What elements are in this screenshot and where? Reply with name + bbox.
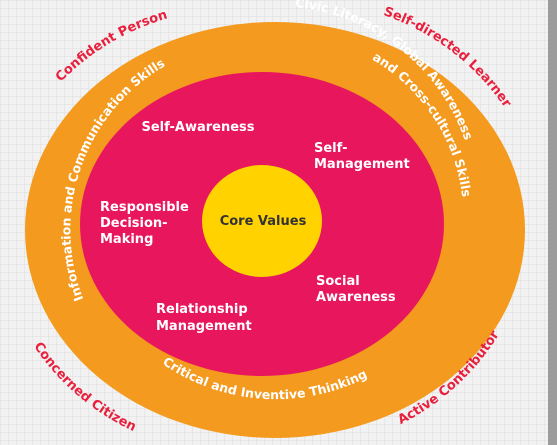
self-awareness-label: Self-Awareness bbox=[141, 120, 254, 135]
social-awareness-label: Social Awareness bbox=[316, 274, 396, 305]
right-edge-bar bbox=[548, 0, 557, 445]
relationship-management-label: Relationship Management bbox=[156, 302, 252, 334]
core-values-circle bbox=[202, 165, 322, 277]
self-management-label: Self- Management bbox=[314, 141, 410, 172]
core-values-label: Core Values bbox=[220, 214, 307, 229]
responsible-decision-making-label: Responsible Decision- Making bbox=[100, 200, 193, 247]
